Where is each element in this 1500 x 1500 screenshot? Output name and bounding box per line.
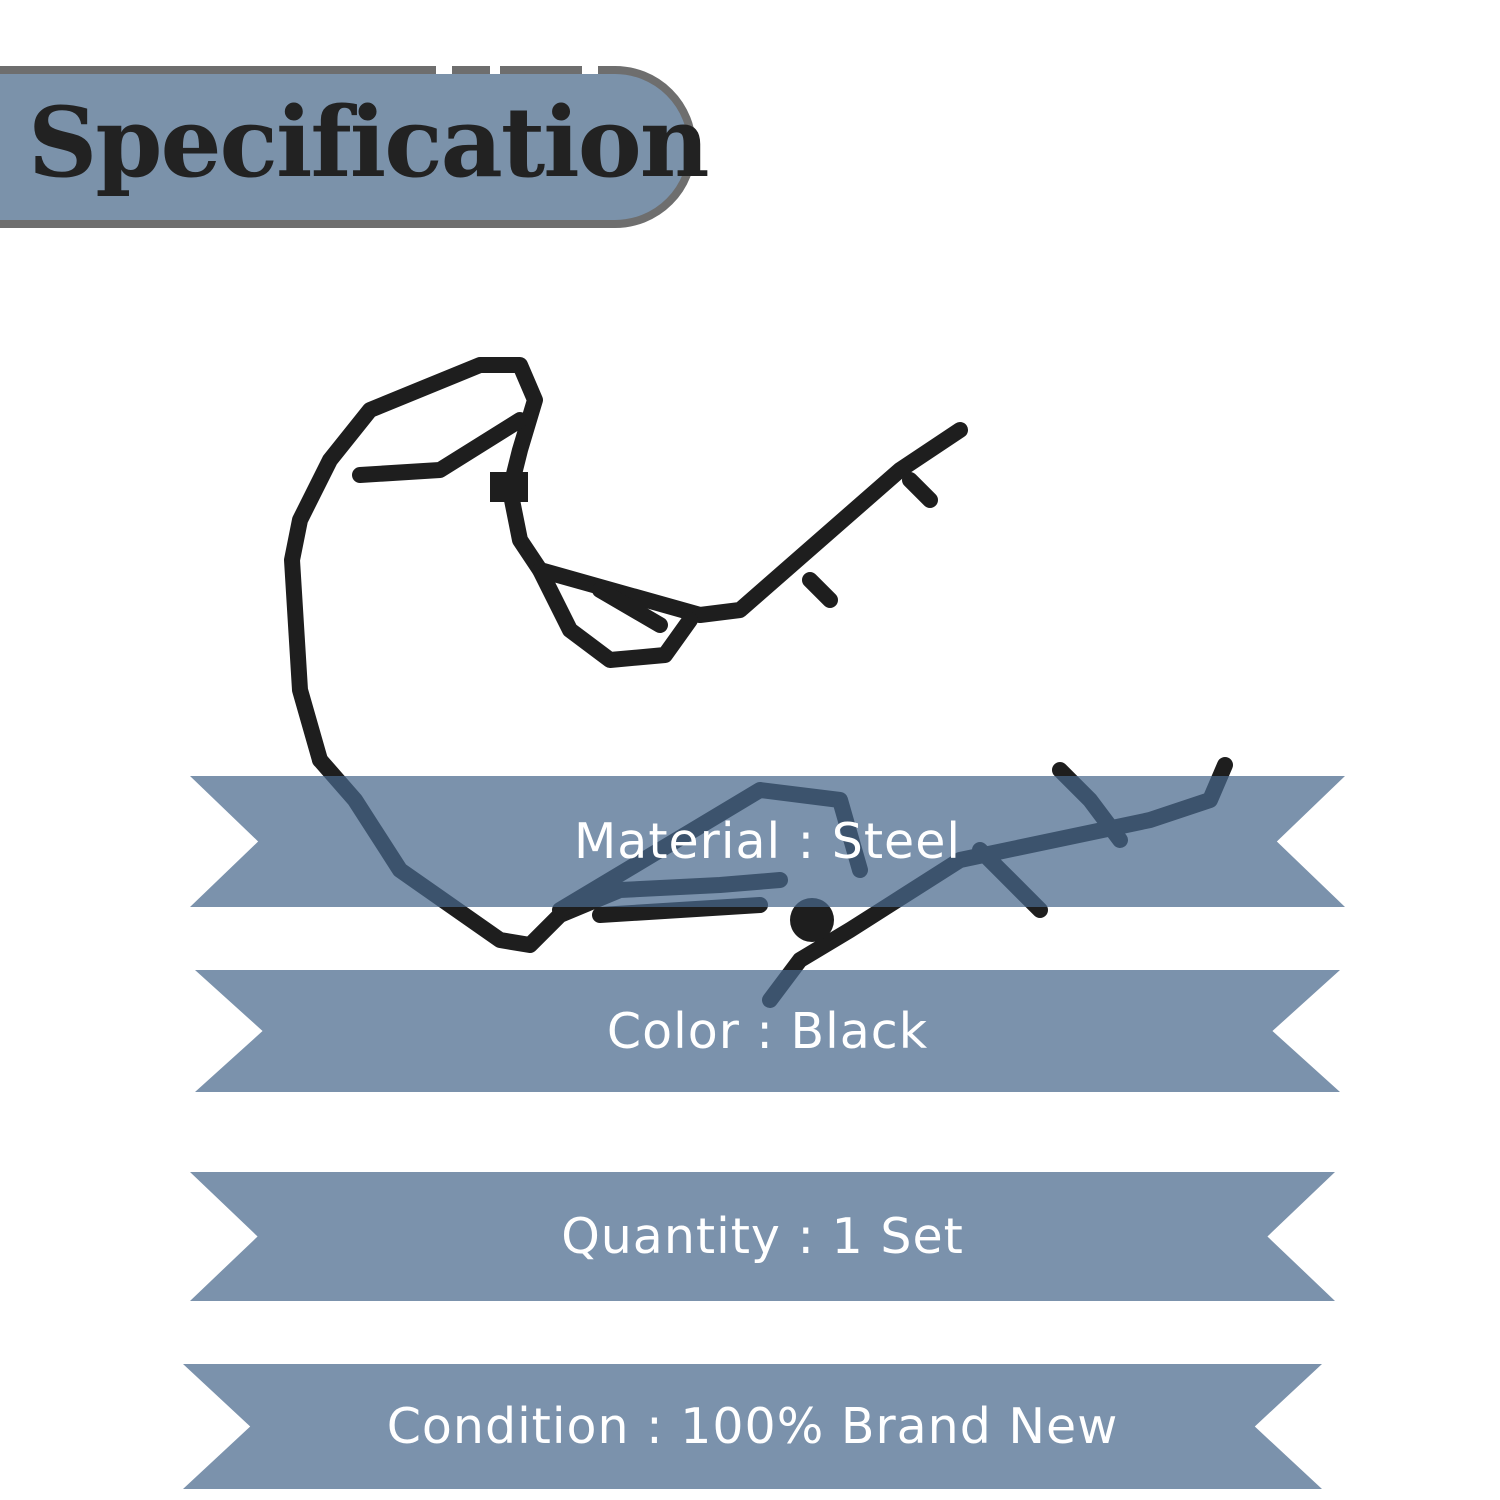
title-banner bbox=[0, 66, 696, 228]
spec-color-label: Color : Black bbox=[606, 1002, 929, 1060]
banner-border-gap bbox=[490, 62, 500, 74]
spec-condition-label: Condition : 100% Brand New bbox=[386, 1398, 1119, 1455]
spec-material: Material : Steel bbox=[190, 776, 1345, 907]
spec-quantity: Quantity : 1 Set bbox=[190, 1172, 1335, 1301]
spec-condition: Condition : 100% Brand New bbox=[183, 1364, 1322, 1489]
spec-quantity-label: Quantity : 1 Set bbox=[561, 1208, 964, 1265]
page-title: Specification bbox=[28, 86, 710, 199]
banner-border-gap bbox=[436, 62, 452, 74]
spec-color: Color : Black bbox=[195, 970, 1340, 1092]
spec-material-label: Material : Steel bbox=[574, 813, 961, 870]
banner-border-gap bbox=[582, 62, 598, 74]
